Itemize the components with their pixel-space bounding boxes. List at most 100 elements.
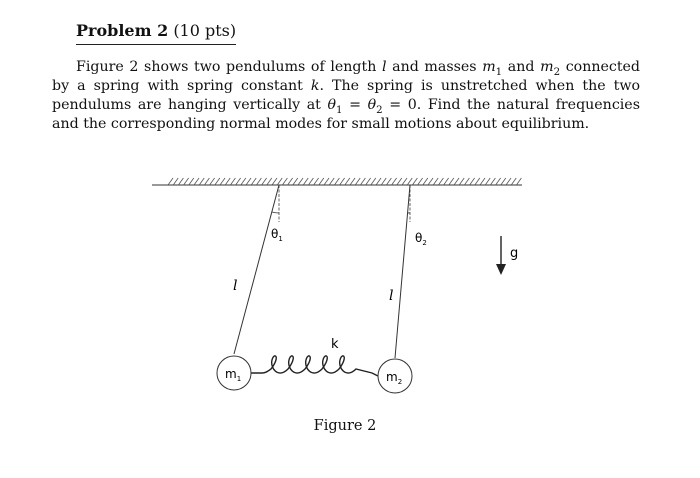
problem-title: Problem 2 — [76, 21, 169, 40]
gravity-label: g — [510, 246, 518, 261]
hatch-mark — [490, 177, 496, 186]
hatch-mark — [412, 177, 418, 186]
hatch-mark — [334, 177, 340, 186]
math-sub: 2 — [376, 104, 383, 116]
hatch-mark — [323, 177, 330, 186]
hatch-mark — [427, 177, 434, 186]
hatch-mark — [438, 177, 444, 186]
hatch-mark — [188, 177, 195, 186]
hatch-mark — [204, 177, 210, 186]
hatch-mark — [458, 177, 465, 186]
math-l: l — [381, 59, 387, 75]
math-theta: θ — [327, 97, 337, 113]
math-eq: = — [342, 97, 368, 113]
hatch-mark — [474, 177, 481, 186]
hatch-mark — [432, 177, 439, 186]
hatch-mark — [391, 177, 397, 186]
hatch-mark — [453, 177, 460, 186]
math-sub: 1 — [495, 66, 503, 78]
math-sub: 2 — [553, 66, 561, 78]
hatch-mark — [276, 177, 283, 186]
problem-statement: Figure 2 shows two pendulums of length l… — [52, 58, 640, 134]
mass1-circle — [216, 355, 252, 391]
math-theta: θ — [367, 97, 377, 113]
hatch-mark — [354, 177, 361, 186]
statement-paragraph: Figure 2 shows two pendulums of length l… — [52, 58, 640, 134]
theta1-label: θ1 — [271, 227, 283, 243]
hatch-mark — [344, 177, 351, 186]
hatch-mark — [240, 177, 247, 186]
hatch-mark — [349, 177, 356, 186]
hatch-mark — [422, 177, 429, 186]
hatch-mark — [183, 177, 189, 186]
math-m: m — [540, 59, 554, 75]
ceiling — [152, 177, 522, 186]
pendulum-rod-right — [394, 184, 411, 359]
ceiling-hatching — [167, 177, 522, 186]
hatch-mark — [443, 177, 449, 186]
hatch-mark — [510, 177, 517, 186]
hatch-mark — [380, 177, 387, 186]
hatch-mark — [297, 177, 304, 186]
hatch-mark — [448, 177, 455, 186]
hatch-mark — [313, 177, 319, 186]
hatch-mark — [386, 177, 392, 186]
hatch-mark — [292, 177, 299, 186]
mass2-label: m2 — [386, 370, 402, 386]
hatch-mark — [209, 177, 215, 186]
hatch-mark — [224, 177, 231, 186]
hatch-mark — [219, 177, 226, 186]
theta2-label: θ2 — [415, 231, 427, 247]
problem-points: (10 pts) — [173, 21, 237, 40]
hatch-mark — [469, 177, 475, 186]
hatch-mark — [250, 177, 257, 186]
hatch-mark — [370, 177, 377, 186]
hatch-mark — [360, 177, 366, 186]
statement-text: . Find the natural frequencies and the c… — [52, 97, 640, 132]
hatch-mark — [282, 177, 288, 186]
hatch-mark — [214, 177, 221, 186]
hatch-mark — [406, 177, 413, 186]
hatch-mark — [464, 177, 470, 186]
spring-label: k — [331, 337, 339, 352]
hatch-mark — [271, 177, 278, 186]
statement-text: connected by a spring with spring consta… — [52, 59, 640, 94]
hatch-mark — [302, 177, 309, 186]
hatch-mark — [401, 177, 408, 186]
mass2-circle — [377, 358, 413, 394]
math-m: m — [482, 59, 496, 75]
problem-heading: Problem 2 (10 pts) — [76, 20, 237, 45]
hatch-mark — [266, 177, 273, 186]
hatch-mark — [178, 177, 184, 186]
figure-caption: Figure 2 — [313, 418, 377, 434]
hatch-mark — [328, 177, 335, 186]
hatch-mark — [172, 177, 179, 186]
math-k: k — [310, 78, 320, 94]
hatch-mark — [261, 177, 267, 186]
hatch-mark — [505, 177, 512, 186]
hatch-mark — [479, 177, 486, 186]
gravity-arrow-icon — [496, 236, 506, 275]
hatch-mark — [375, 177, 382, 186]
math-zero: 0 — [407, 97, 417, 113]
hatch-mark — [500, 177, 507, 186]
statement-text: and masses — [386, 59, 483, 75]
statement-text: Figure 2 shows two pendulums of length — [76, 59, 382, 75]
hatch-mark — [365, 177, 371, 186]
statement-text: . The spring is unstretched when the two… — [52, 78, 641, 113]
hatch-mark — [230, 177, 236, 186]
hatch-mark — [193, 177, 200, 186]
length-label-left: l — [233, 278, 237, 294]
hatch-mark — [198, 177, 205, 186]
hatch-mark — [417, 177, 423, 186]
math-sub: 1 — [336, 104, 343, 116]
hatch-mark — [256, 177, 262, 186]
hatch-mark — [287, 177, 293, 186]
spring — [251, 355, 379, 377]
hatch-mark — [167, 177, 174, 186]
angle-arc-left — [271, 211, 280, 214]
mass1-label: m1 — [225, 367, 241, 383]
math-eq: = — [382, 97, 408, 113]
hatch-mark — [318, 177, 325, 186]
hatch-mark — [484, 177, 491, 186]
